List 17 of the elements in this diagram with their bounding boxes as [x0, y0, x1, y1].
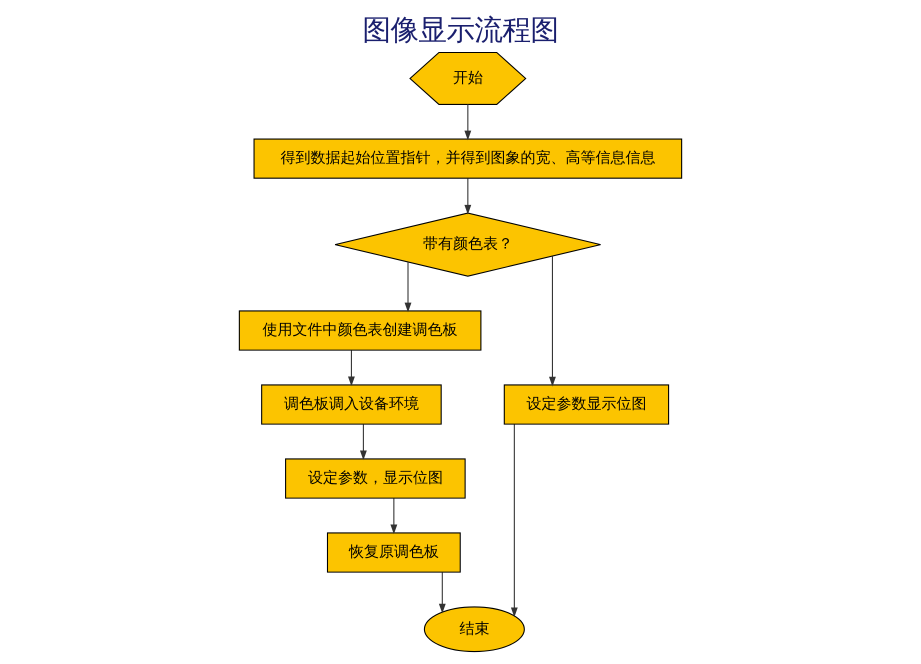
arrow [464, 178, 472, 215]
arrow [360, 424, 367, 460]
node-diamond: 带有颜色表？ [334, 212, 602, 277]
node-box: 得到数据起始位置指针，并得到图象的宽、高等信息信息 [254, 138, 682, 179]
node-box: 设定参数，显示位图 [285, 458, 466, 499]
node-box: 调色板调入设备环境 [261, 384, 442, 425]
arrow [404, 262, 412, 312]
node-box: 设定参数显示位图 [504, 384, 670, 425]
arrow [510, 424, 518, 618]
arrow [348, 350, 355, 386]
node-box: 恢复原调色板 [326, 532, 461, 573]
arrow [438, 572, 446, 614]
arrow [549, 256, 556, 387]
arrow [464, 104, 472, 140]
node-box: 使用文件中颜色表创建调色板 [238, 310, 482, 351]
arrow [390, 498, 398, 534]
diagram-title: 图像显示流程图 [362, 13, 558, 46]
